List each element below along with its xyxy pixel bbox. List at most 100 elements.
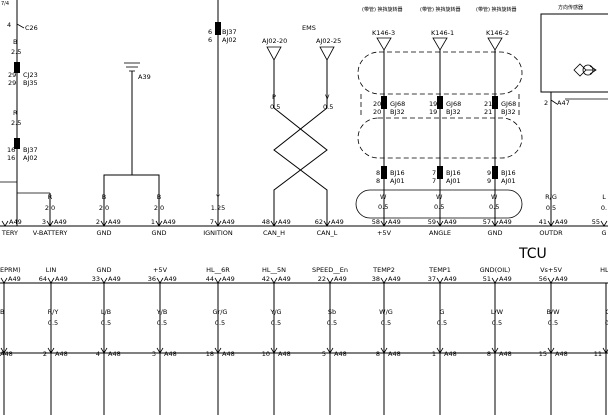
bottom-pin-arrow-5 — [270, 347, 278, 354]
ems-right-arrow — [319, 46, 335, 61]
k146-1-low-conn-a: BJ16 — [446, 169, 461, 177]
upper-wire-color-2: B — [102, 193, 106, 201]
k146-2-splice-low — [492, 166, 498, 179]
lower-pin-num-7: 38 — [372, 275, 380, 283]
k146-3-mid-conn-a: GJ68 — [390, 100, 405, 108]
k146-3-conn: K146-3 — [372, 29, 395, 37]
upper-pin-num-7: 58 — [372, 218, 380, 226]
lower-pin-arrow-0 — [0, 277, 8, 284]
bottom-pin-num-4: 18 — [206, 350, 214, 358]
upper-pin-arrow-0 — [1, 220, 9, 227]
lower-pin-num-4: 44 — [206, 275, 214, 283]
lower-pin-conn-9: A49 — [499, 275, 512, 283]
lower-wire-color-9: L/W — [491, 308, 504, 316]
bottom-pin-conn-6: A48 — [334, 350, 347, 358]
upper-pin-num-10: 41 — [539, 218, 547, 226]
ems-can-block: EMS AJ02-20 AJ02-25 P 0.5 V 0.5 — [262, 24, 341, 226]
bottom-pin-arrow-0 — [0, 347, 8, 354]
upper-pin-num-5: 48 — [262, 218, 270, 226]
sensor-symbol-diamond — [573, 63, 587, 77]
tcu-label: TCU — [518, 246, 547, 262]
lower-wire-color-0: B — [0, 308, 4, 316]
lower-pin-arrow-10 — [547, 277, 555, 284]
upper-wire-size-4: 1.25 — [211, 204, 225, 212]
bottom-pin-conn-3: A48 — [164, 350, 177, 358]
lower-wire-color-11: G — [605, 308, 608, 316]
ems-left-conn: AJ02-20 — [262, 37, 287, 45]
k146-2-mid-conn-a: GJ68 — [501, 100, 516, 108]
tl-size2: 2.5 — [11, 119, 21, 127]
bottom-pin-num-6: 5 — [322, 350, 326, 358]
tl-size1: 2.5 — [11, 48, 21, 56]
bottom-pin-arrow-8 — [436, 347, 444, 354]
upper-pin-arrow-7 — [380, 220, 388, 227]
dir-sensor-conn: A47 — [557, 99, 570, 107]
upper-signal-4: IGNITION — [203, 229, 233, 237]
bottom-pin-num-9: 8 — [487, 350, 491, 358]
upper-pin-arrow-10 — [547, 220, 555, 227]
sensor-k146-2: K146-2 21 21 GJ68 BJ32 9 9 BJ16 AJ01 W 0… — [484, 29, 516, 226]
upper-pin-conn-8: A49 — [444, 218, 457, 226]
k146-2-mid-pin-a: 21 — [484, 100, 492, 108]
bottom-pin-arrow-7 — [380, 347, 388, 354]
bottom-pin-arrow-10 — [547, 347, 555, 354]
lower-signal-11: HL_ — [600, 266, 608, 274]
bottom-pin-arrow-11 — [602, 347, 608, 354]
k146-2-size: 0.5 — [489, 203, 499, 211]
upper-pin-num-6: 62 — [315, 218, 323, 226]
lower-pin-conn-2: A49 — [108, 275, 121, 283]
sensor-k146-1: K146-1 19 19 GJ68 BJ32 7 7 BJ16 AJ01 W 0… — [429, 29, 461, 226]
lower-wire-size-5: 0.5 — [271, 319, 281, 327]
k146-1-low-pin-b: 7 — [432, 177, 436, 185]
lower-pin-conn-6: A49 — [334, 275, 347, 283]
lower-wire-color-3: Y/B — [156, 308, 168, 316]
upper-pin-arrow-5 — [270, 220, 278, 227]
shield-loop-bottom — [355, 189, 523, 219]
k146-2-mid-pin-b: 21 — [484, 108, 492, 116]
bottom-pin-num-1: 2 — [43, 350, 47, 358]
tl-splice-block-1 — [14, 62, 20, 73]
upper-wire-size-5: 0.5 — [546, 204, 556, 212]
lower-pin-arrow-8 — [436, 277, 444, 284]
k146-3-low-conn-b: AJ01 — [390, 177, 405, 185]
lower-pin-num-10: 56 — [539, 275, 547, 283]
sensor-header-3: (带管) 换挡旋转器 — [476, 6, 517, 13]
tl-ref1: C26 — [25, 24, 38, 32]
tl-pin3a: 16 — [7, 146, 15, 154]
lower-wire-size-8: 0.5 — [437, 319, 447, 327]
k146-1-conn: K146-1 — [431, 29, 454, 37]
upper-pin-conn-7: A49 — [388, 218, 401, 226]
k146-2-arrow — [487, 37, 503, 51]
lower-signal-7: TEMP2 — [372, 266, 395, 274]
tl-pin3b: 16 — [7, 154, 15, 162]
bottom-pin-conn-8: A48 — [444, 350, 457, 358]
lower-pin-conn-1: A49 — [55, 275, 68, 283]
ems-left-arrow — [266, 46, 282, 61]
ign-pin-a: 6 — [208, 28, 212, 36]
upper-pin-num-4: 7 — [210, 218, 214, 226]
lower-signal-4: HL__6R — [206, 266, 230, 274]
k146-3-low-conn-a: BJ16 — [390, 169, 405, 177]
lower-signal-0: EPRM) — [0, 266, 21, 274]
tl-pin1: 4 — [7, 21, 11, 29]
upper-pin-conn-0: A49 — [9, 218, 22, 226]
lower-pin-conn-8: A49 — [444, 275, 457, 283]
upper-wire-color-4: Y — [215, 193, 220, 201]
lower-pin-num-3: 36 — [148, 275, 156, 283]
ign-pin-b: 6 — [208, 36, 212, 44]
lower-pin-num-6: 22 — [318, 275, 326, 283]
lower-pin-num-1: 64 — [39, 275, 47, 283]
lower-wire-size-10: 0.5 — [548, 319, 558, 327]
tl-pin2a: 29 — [8, 71, 16, 79]
k146-1-low-conn-b: AJ01 — [446, 177, 461, 185]
lower-pin-arrow-7 — [380, 277, 388, 284]
lower-wire-size-7: 0.5 — [381, 319, 391, 327]
upper-pin-num-3: 1 — [151, 218, 155, 226]
k146-2-low-pin-a: 9 — [487, 169, 491, 177]
lower-pin-num-8: 37 — [428, 275, 436, 283]
lower-wire-color-10: B/W — [546, 308, 560, 316]
ign-conn-a: BJ37 — [222, 28, 237, 36]
upper-pin-conn-10: A49 — [555, 218, 568, 226]
